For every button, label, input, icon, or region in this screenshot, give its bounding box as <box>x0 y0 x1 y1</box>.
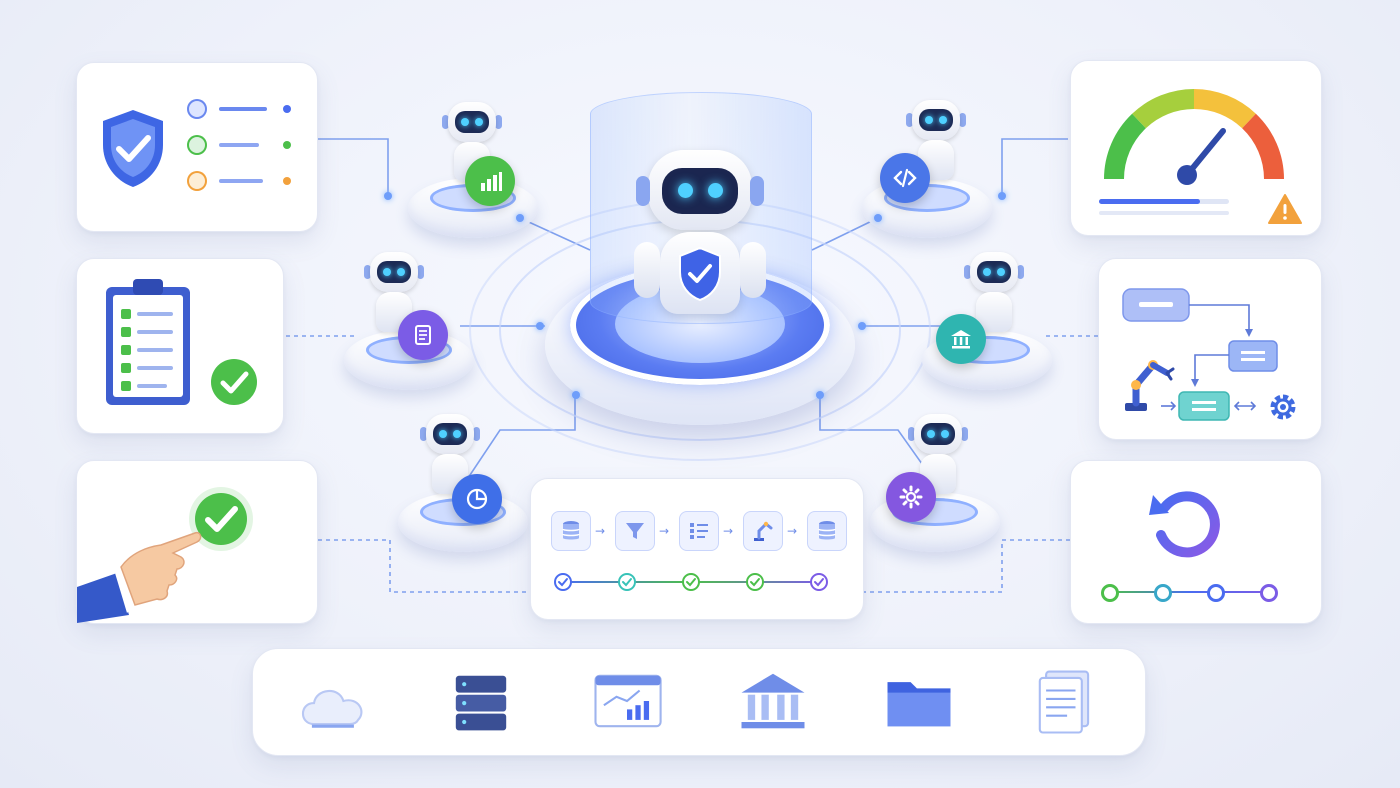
document-icon <box>398 310 448 360</box>
data-sources-row <box>293 657 1105 747</box>
check-circle-icon <box>618 573 636 591</box>
connection-dot <box>816 391 824 399</box>
user-icon <box>187 135 207 155</box>
cloud-icon <box>301 689 363 728</box>
pipeline-step <box>807 511 847 551</box>
pipeline-step <box>615 511 655 551</box>
workflow-diagram <box>1122 288 1278 421</box>
pipeline-checks <box>553 571 833 593</box>
server-icon <box>455 675 507 731</box>
check-circle-icon <box>746 573 764 591</box>
pipeline-steps: → → → → <box>551 511 851 551</box>
agent-robot <box>906 414 970 496</box>
connection-dot <box>858 322 866 330</box>
pipeline-step <box>551 511 591 551</box>
pipeline-panel: → → → → <box>530 478 864 620</box>
gauge-level-bar <box>1099 199 1229 204</box>
user-list-row <box>187 135 297 155</box>
rollback-panel <box>1070 460 1322 624</box>
folder-icon <box>887 682 951 727</box>
database-icon <box>818 521 836 540</box>
check-circle-icon <box>682 573 700 591</box>
user-list-row <box>187 171 297 191</box>
pipeline-arrow: → <box>787 524 798 538</box>
dashboard-icon <box>594 674 662 728</box>
pipeline-arrow: → <box>595 524 606 538</box>
connection-dot <box>384 192 392 200</box>
undo-icon <box>1149 491 1220 558</box>
agent-robot <box>418 414 482 496</box>
pie-chart-icon <box>452 474 502 524</box>
hand-pointer-icon <box>77 531 202 623</box>
agent-robot <box>904 100 968 182</box>
user-list-row <box>187 99 297 119</box>
check-circle-icon <box>810 573 828 591</box>
timeline-checkpoint <box>1207 584 1225 602</box>
data-sources-tray <box>252 648 1146 756</box>
agent-pedestal <box>344 330 474 390</box>
connection-dot <box>536 322 544 330</box>
timeline-checkpoint <box>1101 584 1119 602</box>
connection-dot <box>516 214 524 222</box>
robot-arm-icon <box>754 521 773 541</box>
risk-gauge-panel <box>1070 60 1322 236</box>
agent-robot <box>962 252 1026 334</box>
shield-check-icon <box>103 110 163 187</box>
documents-icon <box>1038 670 1090 734</box>
rollback-timeline <box>1101 583 1278 602</box>
shield-check-icon <box>679 246 721 302</box>
central-ai-robot <box>630 150 770 320</box>
user-icon <box>187 171 207 191</box>
check-circle-icon <box>554 573 572 591</box>
bar-chart-icon <box>465 156 515 206</box>
pipeline-step <box>679 511 719 551</box>
approval-panel <box>76 460 318 624</box>
warning-icon <box>1268 194 1302 224</box>
connection-dot <box>874 214 882 222</box>
connection-dot <box>998 192 1006 200</box>
checklist-panel <box>76 258 284 434</box>
timeline-line <box>1109 591 1269 593</box>
bank-icon <box>741 673 805 729</box>
timeline-checkpoint <box>1154 584 1172 602</box>
gauge-icon <box>1104 89 1284 185</box>
timeline-checkpoint <box>1260 584 1278 602</box>
robot-arm-icon <box>1125 360 1175 411</box>
access-control-panel <box>76 62 318 232</box>
code-icon <box>880 153 930 203</box>
gear-icon <box>886 472 936 522</box>
bank-icon <box>936 314 986 364</box>
connection-dot <box>572 391 580 399</box>
workflow-panel <box>1098 258 1322 440</box>
check-circle-icon <box>189 487 253 551</box>
clipboard-icon <box>106 279 190 405</box>
user-icon <box>187 99 207 119</box>
check-circle-icon <box>211 359 257 405</box>
filter-icon <box>626 523 644 539</box>
checklist-icon <box>690 523 708 539</box>
pipeline-step <box>743 511 783 551</box>
database-icon <box>562 521 580 540</box>
pipeline-arrow: → <box>723 524 734 538</box>
gear-icon <box>1270 394 1296 420</box>
pipeline-arrow: → <box>659 524 670 538</box>
